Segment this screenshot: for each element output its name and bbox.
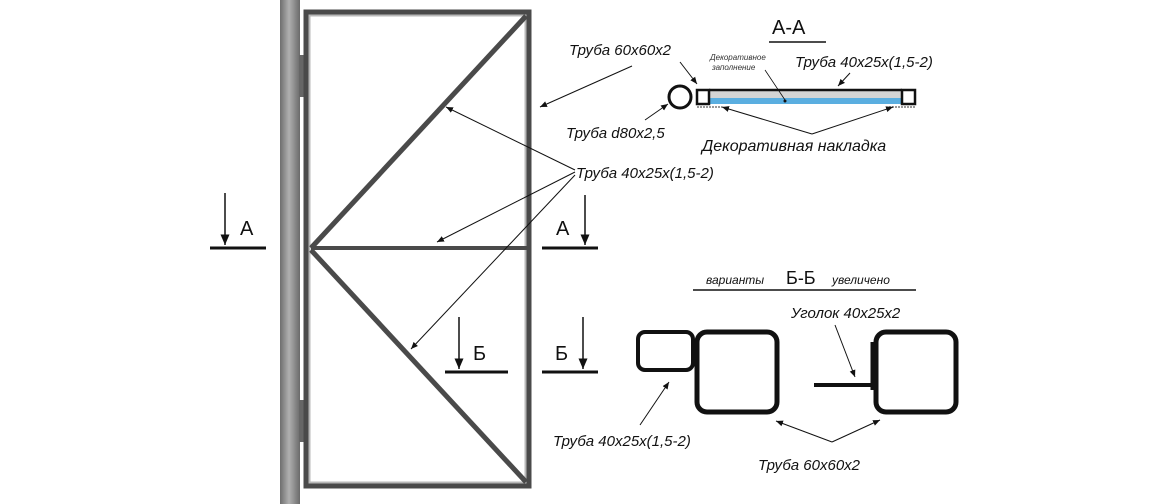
svg-text:Б: Б xyxy=(555,343,568,365)
svg-text:А: А xyxy=(240,218,254,240)
gate-frame xyxy=(303,9,532,489)
label-inner-pipe-aa: Труба 40x25x(1,5-2) xyxy=(795,54,933,71)
svg-text:увеличено: увеличено xyxy=(831,273,890,287)
section-a-marker-right: А xyxy=(542,195,598,250)
label-fill-2: заполнение xyxy=(711,63,756,72)
hinge-top xyxy=(299,55,305,97)
section-a-profile xyxy=(695,88,917,108)
hinge-bottom xyxy=(299,400,305,442)
label-inner-pipe: Труба 40x25x(1,5-2) xyxy=(576,165,714,182)
post xyxy=(280,0,300,504)
post-section xyxy=(667,84,693,110)
label-detail-big-pipe: Труба 60x60x2 xyxy=(758,457,861,474)
section-b-variant-1 xyxy=(636,329,780,415)
svg-text:Б-Б: Б-Б xyxy=(786,268,816,288)
label-detail-small-pipe: Труба 40x25x(1,5-2) xyxy=(553,433,691,450)
label-overlay: Декоративная накладка xyxy=(700,138,886,155)
label-frame-pipe: Труба 60x60x2 xyxy=(569,42,672,59)
svg-text:варианты: варианты xyxy=(706,273,764,287)
label-post-pipe: Труба d80x2,5 xyxy=(566,125,665,142)
label-angle: Уголок 40x25x2 xyxy=(790,305,901,322)
section-b-variant-2 xyxy=(814,329,959,415)
label-fill-1: Декоративное xyxy=(709,53,766,62)
svg-text:А: А xyxy=(556,218,570,240)
section-b-marker-left: Б xyxy=(445,317,508,374)
svg-text:Б: Б xyxy=(473,343,486,365)
section-b-marker-right: Б xyxy=(542,317,598,374)
section-a-title: А-А xyxy=(772,17,806,39)
section-a-marker-left: А xyxy=(210,193,266,250)
section-b-title: варианты Б-Б увеличено xyxy=(693,268,916,291)
